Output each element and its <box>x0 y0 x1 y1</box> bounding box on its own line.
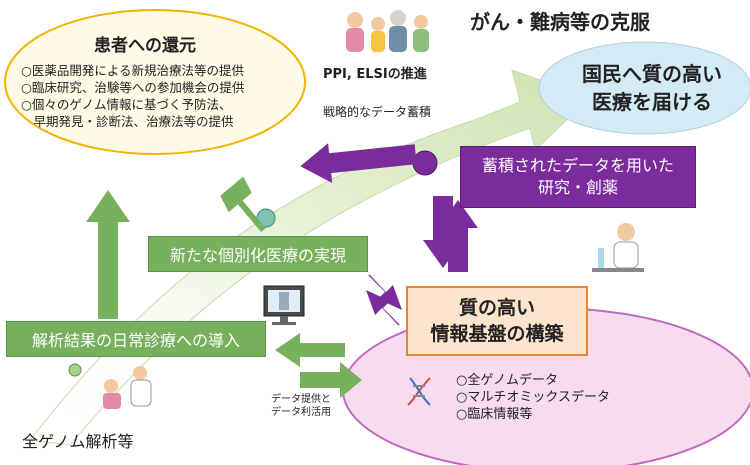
patient-returns-ellipse <box>4 9 306 155</box>
data-provision-line-2: データ利活用 <box>271 407 331 418</box>
info-base-line-2: 情報基盤の構築 <box>430 323 564 345</box>
goal-line-2: 医療を届ける <box>592 90 712 114</box>
patient-returns-list: ○医薬品開発による新規治療法等の提供 ○臨床研究、治験等への参加機会の提供 ○個… <box>21 62 244 130</box>
arrow-up-left-2 <box>366 290 400 325</box>
ppi-elsi-label: PPI, ELSIの推進 <box>323 67 427 82</box>
personalized-medicine-box: 新たな個別化医療の実現 <box>148 236 368 272</box>
goal-line-1: 国民へ質の高い <box>582 62 722 86</box>
arrow-up-left <box>86 190 130 319</box>
data-provision-label: データ提供と データ利活用 <box>271 393 331 419</box>
family-icon <box>346 10 429 52</box>
doctor-patient-icon <box>103 366 152 409</box>
database-item: ○全ゲノムデータ <box>456 373 558 388</box>
returns-item: ○臨床研究、治験等への参加機会の提供 <box>21 80 245 95</box>
goal-ellipse <box>538 41 750 135</box>
database-item: ○臨床情報等 <box>456 407 533 422</box>
dot-green <box>68 363 82 377</box>
data-provision-line-1: データ提供と <box>271 394 331 405</box>
scientist-icon <box>592 223 644 272</box>
page-title: がん・難病等の克服 <box>470 10 650 34</box>
dna-icon <box>407 377 431 406</box>
arrow-down-right <box>368 275 402 310</box>
info-base-line-1: 質の高い <box>458 297 535 319</box>
arrow-up-mid <box>220 176 266 232</box>
research-line-2: 研究・創薬 <box>537 178 618 197</box>
patient-returns-title: 患者への還元 <box>94 36 196 56</box>
database-item: ○マルチオミックスデータ <box>456 390 610 405</box>
returns-item: ○医薬品開発による新規治療法等の提供 <box>21 63 245 78</box>
arrow-right-info <box>300 362 362 398</box>
research-line-1: 蓄積されたデータを用いた <box>481 156 674 175</box>
database-list: ○全ゲノムデータ ○マルチオミックスデータ ○臨床情報等 <box>456 372 610 423</box>
research-box: 蓄積されたデータを用いた 研究・創薬 <box>460 146 696 208</box>
info-base-box: 質の高い 情報基盤の構築 <box>406 286 588 356</box>
monitor-icon <box>263 285 305 325</box>
strategic-data-label: 戦略的なデータ蓄積 <box>323 105 432 119</box>
arrow-to-returns <box>300 143 417 184</box>
arrow-left-clinical <box>275 333 345 367</box>
returns-item: ○個々のゲノム情報に基づく予防法、 <box>21 97 232 112</box>
arrow-research-down <box>438 200 478 272</box>
goal-text: 国民へ質の高い 医療を届ける <box>557 60 747 116</box>
returns-item: 早期発見・診断法、治療法等の提供 <box>21 114 234 129</box>
clinical-practice-box: 解析結果の日常診療への導入 <box>6 321 266 357</box>
genome-analysis-label: 全ゲノム解析等 <box>22 432 134 451</box>
